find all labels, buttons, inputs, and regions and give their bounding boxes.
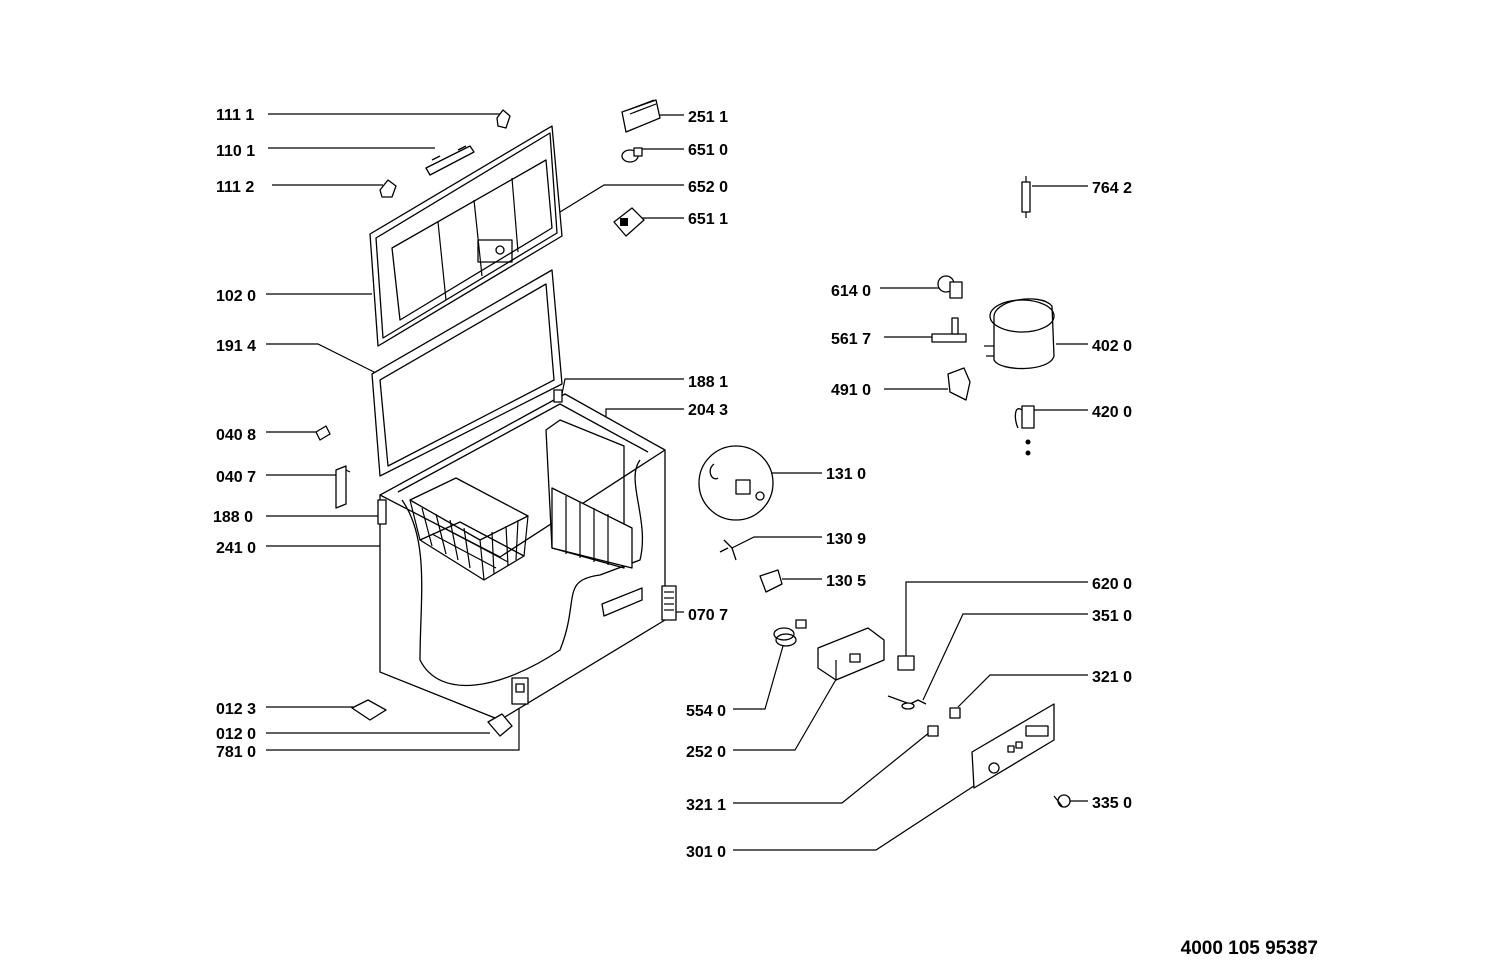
lid-handle <box>425 145 475 176</box>
part-label-335-0: 335 0 <box>1092 795 1132 812</box>
part-label-402-0: 402 0 <box>1092 338 1132 355</box>
lamp-holder-small <box>949 707 961 719</box>
lamp-bulb <box>621 147 643 163</box>
part-label-130-5: 130 5 <box>826 573 866 590</box>
hinge-block <box>511 677 529 705</box>
part-label-012-3: 012 3 <box>216 701 256 718</box>
part-label-110-1: 110 1 <box>216 143 255 160</box>
part-label-764-2: 764 2 <box>1092 180 1132 197</box>
lamp-holder-small-2 <box>927 725 939 737</box>
relay-cover <box>947 367 971 401</box>
part-label-040-8: 040 8 <box>216 427 256 444</box>
part-label-102-0: 102 0 <box>216 288 256 305</box>
part-label-188-1: 188 1 <box>688 374 728 391</box>
compressor <box>984 298 1055 370</box>
part-label-620-0: 620 0 <box>1092 576 1132 593</box>
part-label-111-2: 111 2 <box>216 179 254 196</box>
control-panel <box>971 703 1055 789</box>
part-label-651-0: 651 0 <box>688 142 728 159</box>
part-label-321-0: 321 0 <box>1092 669 1132 686</box>
lid-hinge-cover-right <box>496 109 511 129</box>
part-label-131-0: 131 0 <box>826 466 866 483</box>
part-label-420-0: 420 0 <box>1092 404 1132 421</box>
foot <box>487 713 513 737</box>
part-label-252-0: 252 0 <box>686 744 726 761</box>
part-label-614-0: 614 0 <box>831 283 871 300</box>
lid-hinge-cover-left <box>379 179 397 198</box>
freezer-lid <box>369 125 563 347</box>
part-label-241-0: 241 0 <box>216 540 256 557</box>
clip-part <box>315 425 331 441</box>
document-number: 4000 105 95387 <box>1180 938 1318 959</box>
capacitor <box>1014 405 1035 456</box>
thermostat-bracket <box>759 569 783 593</box>
part-label-652-0: 652 0 <box>688 179 728 196</box>
wire-basket <box>409 477 529 581</box>
part-label-651-1: 651 1 <box>688 211 728 228</box>
part-label-191-4: 191 4 <box>216 338 256 355</box>
part-label-351-0: 351 0 <box>1092 608 1132 625</box>
light-cover <box>621 99 661 133</box>
lid-seal-frame <box>371 269 563 477</box>
control-box <box>817 627 885 681</box>
part-label-012-0: 012 0 <box>216 726 256 743</box>
lamp-holder <box>613 207 645 237</box>
relay <box>897 655 915 671</box>
thermostat-knob <box>719 539 737 561</box>
part-label-111-1: 111 1 <box>216 107 254 124</box>
part-label-251-1: 251 1 <box>688 109 728 126</box>
hinge-cover <box>335 465 351 509</box>
part-label-301-0: 301 0 <box>686 844 726 861</box>
capillary-drier <box>1021 176 1031 218</box>
part-label-070-7: 070 7 <box>688 607 728 624</box>
foot-bracket <box>351 699 387 721</box>
part-label-321-1: 321 1 <box>686 797 726 814</box>
overload-protector <box>931 317 967 343</box>
starter-relay <box>937 275 963 299</box>
part-label-781-0: 781 0 <box>216 744 256 761</box>
part-label-188-0: 188 0 <box>213 509 253 526</box>
screw <box>1053 794 1071 808</box>
part-label-040-7: 040 7 <box>216 469 256 486</box>
leader-lines <box>266 113 1088 851</box>
spring <box>773 619 807 647</box>
part-label-130-9: 130 9 <box>826 531 866 548</box>
part-label-491-0: 491 0 <box>831 382 871 399</box>
part-label-554-0: 554 0 <box>686 703 726 720</box>
thermostat-detail-circle <box>698 445 774 521</box>
signal-lamp <box>887 695 927 710</box>
part-label-561-7: 561 7 <box>831 331 871 348</box>
part-label-204-3: 204 3 <box>688 402 728 419</box>
